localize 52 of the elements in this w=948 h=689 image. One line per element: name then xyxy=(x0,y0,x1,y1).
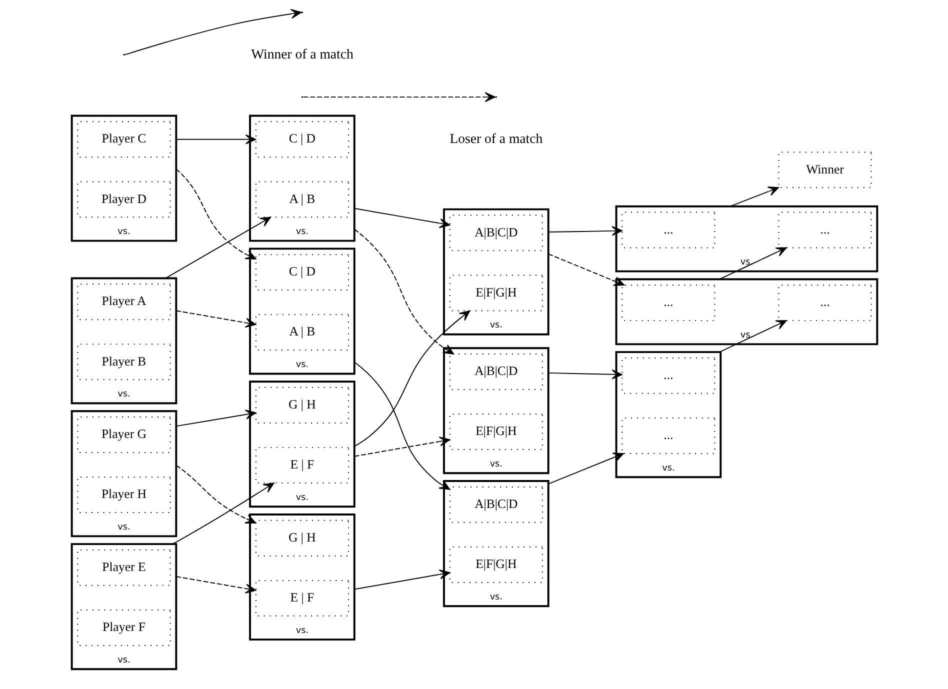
node-box: E|F|G|H xyxy=(448,274,542,312)
arrow xyxy=(175,464,256,524)
node-box: Winner xyxy=(778,152,872,188)
node-box: Player E xyxy=(76,549,170,586)
arrow xyxy=(729,186,779,207)
arrow xyxy=(164,216,271,279)
arrow xyxy=(353,228,454,354)
node-box: Player G xyxy=(76,416,170,453)
node-box: Player C xyxy=(76,121,170,158)
arrow xyxy=(175,310,256,328)
node-box: Player B xyxy=(76,344,170,380)
arrow xyxy=(547,369,622,380)
node-box: ... xyxy=(621,284,715,322)
arrow xyxy=(547,253,624,286)
arrow xyxy=(718,247,786,280)
node-box: Player D xyxy=(76,181,170,218)
arrow xyxy=(175,134,256,144)
arrow xyxy=(547,226,622,236)
node-box: Player F xyxy=(76,610,170,646)
node-box: Player A xyxy=(76,284,170,320)
legend-label: Winner of a match xyxy=(250,46,353,62)
node-box: Player H xyxy=(76,476,170,514)
arrow xyxy=(353,310,470,447)
node-box: ... xyxy=(621,212,715,248)
node-box: E | F xyxy=(254,580,348,616)
node-box: ... xyxy=(778,284,872,322)
arrow xyxy=(353,362,450,490)
node-box: ... xyxy=(778,212,872,248)
node-box: A | B xyxy=(254,314,348,351)
node-box: A|B|C|D xyxy=(448,354,542,390)
arrow xyxy=(175,410,256,427)
arrow xyxy=(172,482,274,545)
node-box: ... xyxy=(621,357,715,394)
arrow xyxy=(353,436,450,457)
node-box: G | H xyxy=(254,520,348,556)
node-box: E | F xyxy=(254,447,348,484)
node-box: ... xyxy=(621,418,715,454)
arrow xyxy=(353,570,450,590)
node-box: G | H xyxy=(254,387,348,424)
arrow xyxy=(353,208,450,228)
node-box: C | D xyxy=(254,254,348,291)
arrow xyxy=(718,320,786,353)
node-box: A|B|C|D xyxy=(448,214,542,252)
arrow xyxy=(547,452,624,484)
node-box: A|B|C|D xyxy=(448,486,542,523)
arrow xyxy=(175,576,256,594)
arrow xyxy=(175,168,256,260)
node-box: E|F|G|H xyxy=(448,546,542,583)
legend-label: Loser of a match xyxy=(449,131,542,146)
node-box: C | D xyxy=(254,121,348,158)
node-box: A | B xyxy=(254,181,348,218)
node-box: E|F|G|H xyxy=(448,414,542,450)
